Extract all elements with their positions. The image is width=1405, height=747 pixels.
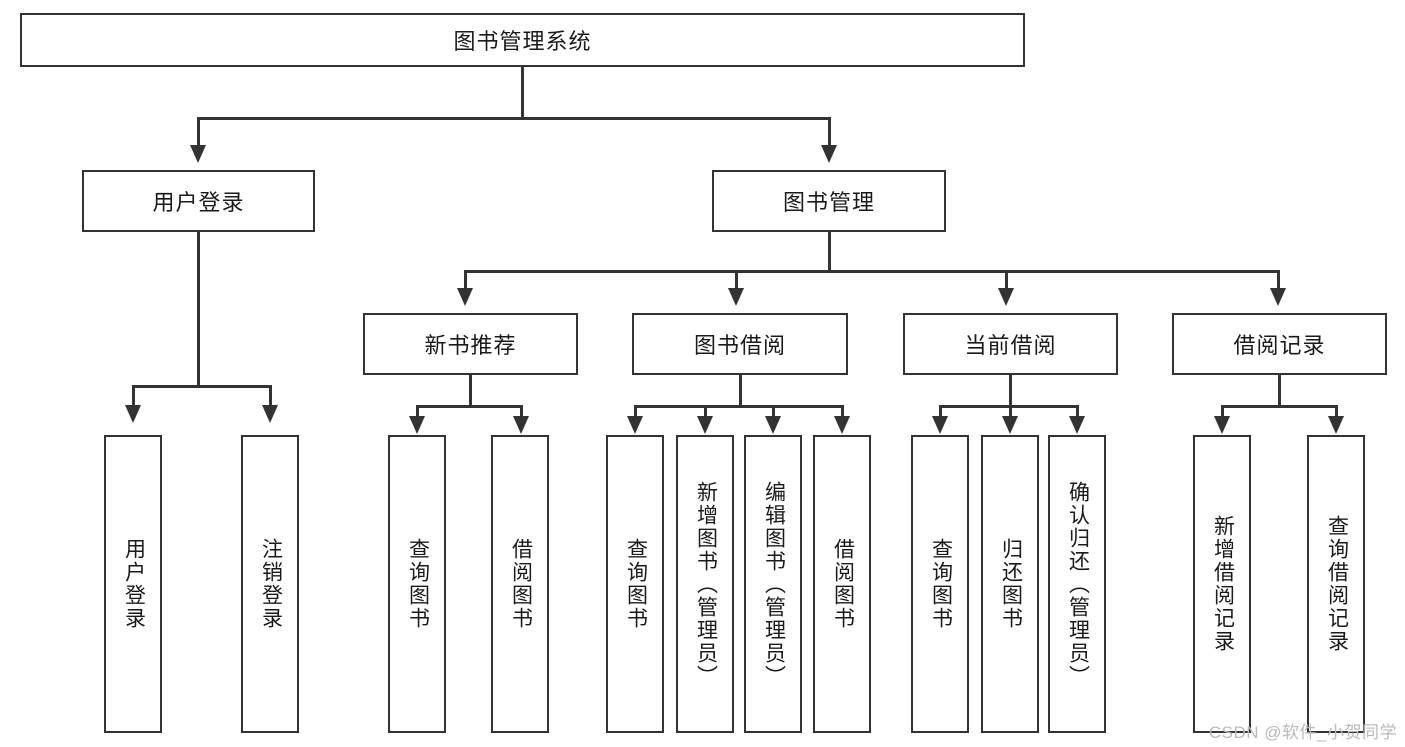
node-label: 归还图书 [999,538,1023,630]
node-label: 查询图书 [406,538,430,630]
arrow-userlogin-to-leaf-2 [262,405,278,423]
arrow-currentborrow-to-leaf-1 [932,416,948,434]
node-label: 图书管理 [782,190,875,215]
edge-root-bus [197,117,830,120]
edge-bookborrow-to-leaf-3 [772,405,775,419]
edge-root-to-user-login [197,117,200,147]
arrow-userlogin-to-leaf-1 [125,405,141,423]
arrow-bookborrow-to-leaf-2 [697,416,713,434]
edge-bookmanage-to-new-book [464,270,467,290]
node-current-borrow[interactable]: 当前借阅 [903,313,1118,375]
arrow-bookmanage-to-new-book [457,288,473,306]
arrow-bookborrow-to-leaf-3 [765,416,781,434]
leaf-currentborrow-confirm-return-admin[interactable]: 确认归还（管理员） [1048,435,1106,733]
edge-currentborrow-to-leaf-3 [1076,405,1079,419]
arrow-bookmanage-to-current [998,288,1014,306]
edge-newbook-stem [469,375,472,407]
node-label: 新书推荐 [424,333,517,358]
edge-root-to-book-manage [828,117,831,147]
node-new-book-recommend[interactable]: 新书推荐 [363,313,578,375]
arrow-bookmanage-to-record [1270,288,1286,306]
edge-borrowrecord-to-leaf-1 [1221,405,1224,419]
arrow-bookmanage-to-borrow [728,288,744,306]
node-label: 编辑图书（管理员） [762,480,786,688]
edge-borrowrecord-to-leaf-2 [1335,405,1338,419]
leaf-logout-login[interactable]: 注销登录 [241,435,299,733]
leaf-bookborrow-borrow-book[interactable]: 借阅图书 [813,435,871,733]
node-root-system[interactable]: 图书管理系统 [20,13,1025,67]
node-user-login[interactable]: 用户登录 [82,170,315,232]
node-label: 用户登录 [122,538,146,630]
node-label: 用户登录 [152,190,245,215]
leaf-bookborrow-query-book[interactable]: 查询图书 [606,435,664,733]
node-label: 借阅图书 [831,538,855,630]
arrow-newbook-to-leaf-1 [409,416,425,434]
node-label: 查询图书 [624,538,648,630]
node-book-borrow[interactable]: 图书借阅 [632,313,848,375]
node-label: 当前借阅 [964,333,1057,358]
edge-currentborrow-to-leaf-1 [939,405,942,419]
edge-userlogin-bus [132,385,270,388]
edge-bookmanage-stem [828,232,831,272]
edge-borrowrecord-bus [1221,405,1338,408]
node-borrow-record[interactable]: 借阅记录 [1172,313,1387,375]
arrow-newbook-to-leaf-2 [513,416,529,434]
arrow-currentborrow-to-leaf-3 [1069,416,1085,434]
arrow-root-to-book-manage [821,145,837,163]
leaf-bookborrow-edit-book-admin[interactable]: 编辑图书（管理员） [744,435,802,733]
edge-userlogin-to-leaf-2 [269,385,272,407]
edge-userlogin-to-leaf-1 [132,385,135,407]
edge-newbook-bus [416,405,523,408]
node-label: 注销登录 [259,538,283,630]
edge-bookborrow-to-leaf-4 [841,405,844,419]
edge-bookborrow-to-leaf-2 [704,405,707,419]
edge-currentborrow-stem [1009,375,1012,407]
node-label: 确认归还（管理员） [1066,480,1090,688]
arrow-currentborrow-to-leaf-2 [1002,416,1018,434]
edge-newbook-to-leaf-2 [520,405,523,419]
arrow-borrowrecord-to-leaf-2 [1328,416,1344,434]
edge-bookborrow-to-leaf-1 [634,405,637,419]
node-label: 查询借阅记录 [1325,515,1349,653]
edge-borrowrecord-stem [1278,375,1281,407]
node-label: 图书管理系统 [453,29,592,54]
arrow-bookborrow-to-leaf-4 [834,416,850,434]
leaf-currentborrow-return-book[interactable]: 归还图书 [981,435,1039,733]
arrow-root-to-user-login [190,145,206,163]
leaf-currentborrow-query-book[interactable]: 查询图书 [911,435,969,733]
node-book-management[interactable]: 图书管理 [712,170,946,232]
leaf-newbook-query-book[interactable]: 查询图书 [388,435,446,733]
node-label: 新增图书（管理员） [694,480,718,688]
leaf-user-login[interactable]: 用户登录 [104,435,162,733]
node-label: 新增借阅记录 [1211,515,1235,653]
edge-bookmanage-bus [464,270,1280,273]
edge-userlogin-stem [197,232,200,387]
edge-root-stem [521,67,524,119]
edge-newbook-to-leaf-1 [416,405,419,419]
node-label: 查询图书 [929,538,953,630]
arrow-bookborrow-to-leaf-1 [627,416,643,434]
node-label: 图书借阅 [693,333,786,358]
edge-bookborrow-bus [634,405,844,408]
node-label: 借阅记录 [1233,333,1326,358]
edge-bookmanage-to-borrow [735,270,738,290]
leaf-bookborrow-add-book-admin[interactable]: 新增图书（管理员） [676,435,734,733]
edge-bookmanage-to-record [1277,270,1280,290]
edge-currentborrow-to-leaf-2 [1009,405,1012,419]
arrow-borrowrecord-to-leaf-1 [1214,416,1230,434]
leaf-borrowrecord-add-record[interactable]: 新增借阅记录 [1193,435,1251,733]
leaf-newbook-borrow-book[interactable]: 借阅图书 [491,435,549,733]
edge-bookmanage-to-current [1005,270,1008,290]
edge-bookborrow-stem [739,375,742,407]
leaf-borrowrecord-query-record[interactable]: 查询借阅记录 [1307,435,1365,733]
node-label: 借阅图书 [509,538,533,630]
